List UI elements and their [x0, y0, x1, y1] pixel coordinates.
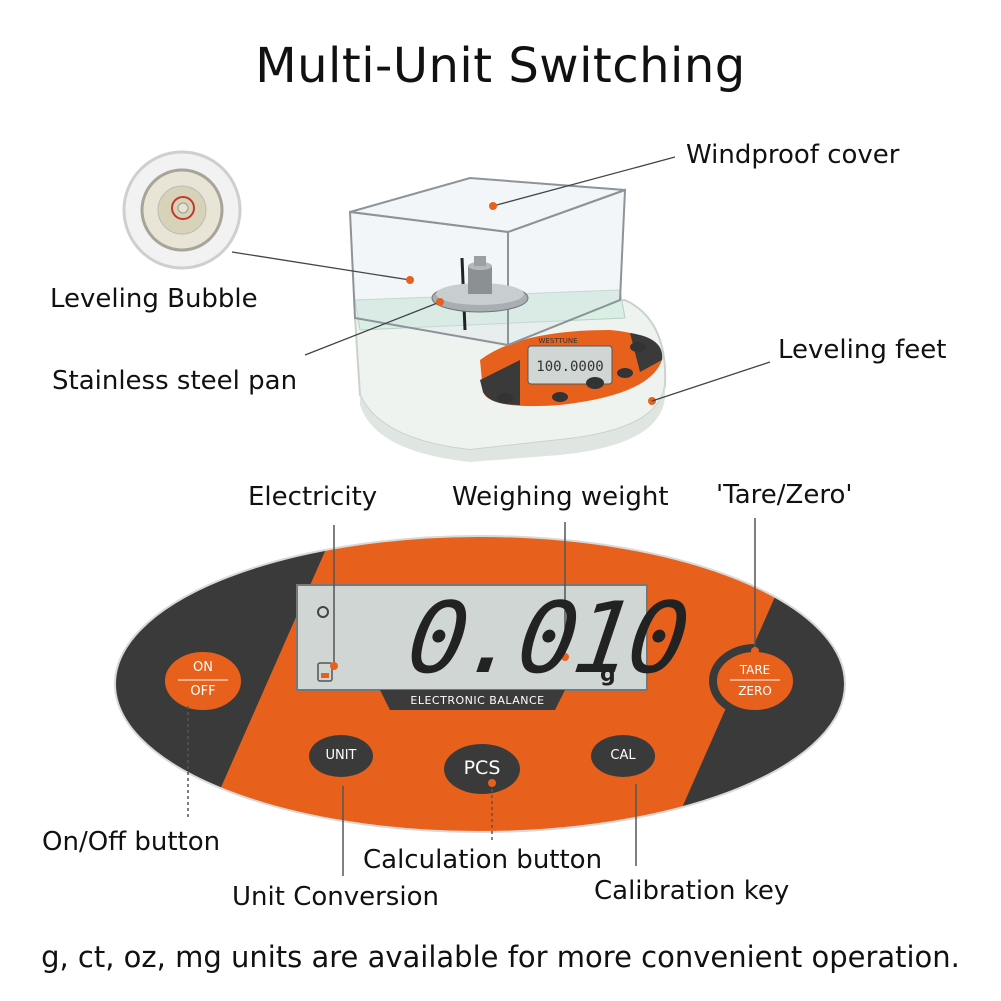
label-leveling-feet: Leveling feet [778, 335, 947, 365]
leveling-bubble-inset [122, 150, 242, 270]
label-tare-zero: 'Tare/Zero' [716, 480, 853, 510]
mini-brand: WESTTUNE [539, 337, 578, 345]
label-windproof-cover: Windproof cover [686, 140, 900, 170]
lcd-display [296, 584, 648, 710]
on-off-button[interactable] [160, 645, 246, 717]
label-weighing-weight: Weighing weight [452, 482, 669, 512]
on-label: ON [193, 660, 213, 675]
stainless-pan [431, 256, 529, 313]
label-electricity: Electricity [248, 482, 378, 512]
label-calculation-button: Calculation button [363, 845, 603, 875]
off-label: OFF [190, 684, 216, 699]
label-leveling-bubble: Leveling Bubble [50, 284, 258, 314]
unit-button[interactable]: UNIT [325, 748, 357, 763]
page-title: Multi-Unit Switching [255, 38, 746, 94]
lcd-unit: g [600, 662, 616, 687]
label-calibration-key: Calibration key [594, 876, 790, 906]
lcd-caption: ELECTRONIC BALANCE [410, 694, 545, 707]
tare-label: TARE [739, 663, 771, 677]
label-unit-conversion: Unit Conversion [232, 882, 439, 912]
pcs-button[interactable]: PCS [463, 757, 501, 779]
zero-label: ZERO [738, 684, 772, 698]
mini-display-reading: 100.0000 [536, 359, 603, 375]
footer-note: g, ct, oz, mg units are available for mo… [41, 940, 960, 974]
buttons-group [157, 644, 801, 794]
label-stainless-pan: Stainless steel pan [52, 366, 298, 396]
lcd-reading: 0.010 [401, 582, 693, 696]
tare-zero-button[interactable] [712, 645, 798, 717]
scale-body: 100.0000 WESTTUNE [353, 298, 667, 462]
label-on-off-button: On/Off button [42, 827, 221, 857]
cal-button[interactable]: CAL [610, 748, 636, 763]
